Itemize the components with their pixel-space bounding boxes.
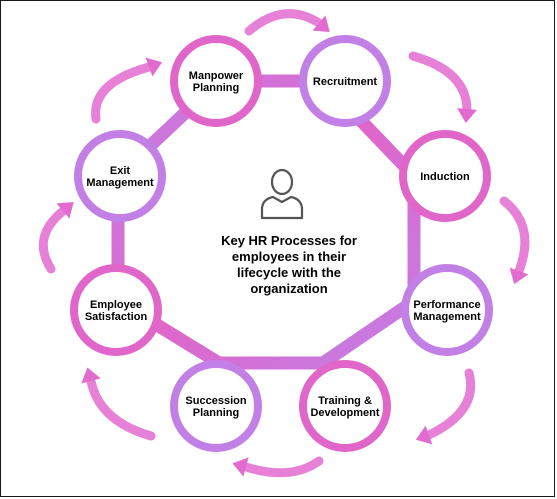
cycle-arrow: [499, 196, 530, 285]
node-label: Development: [310, 407, 379, 419]
node-circle: [299, 360, 391, 452]
octagon-connector: [111, 74, 421, 370]
cycle-arrows: [38, 9, 530, 478]
node-label: Performance: [413, 299, 480, 311]
center-title-line: Key HR Processes for: [221, 233, 357, 248]
node-label: Management: [413, 311, 481, 323]
cycle-arrow: [81, 367, 156, 441]
cycle-arrow: [244, 9, 330, 36]
cycle-arrow: [415, 368, 476, 445]
node-recruitment: Recruitment: [299, 35, 391, 127]
center-title-line: organization: [250, 281, 327, 296]
node-training-development: Training &Development: [299, 360, 391, 452]
node-label: Manpower: [189, 70, 244, 82]
node-label: Training &: [318, 395, 372, 407]
center-title-line: lifecycle with the: [237, 265, 341, 280]
node-circle: [70, 264, 162, 356]
node-label: Employee: [90, 299, 142, 311]
node-circle: [170, 35, 262, 127]
node-circle: [401, 264, 493, 356]
cycle-arrow: [232, 456, 324, 478]
node-label: Exit: [110, 165, 131, 177]
node-label: Planning: [193, 82, 239, 94]
node-label: Management: [86, 177, 154, 189]
cycle-arrow: [408, 51, 477, 123]
cycle-arrow: [91, 57, 163, 124]
node-induction: Induction: [399, 130, 491, 222]
node-circle: [170, 360, 262, 452]
node-label: Planning: [193, 407, 239, 419]
node-circle: [299, 35, 391, 127]
node-label: Induction: [420, 171, 470, 183]
node-label: Recruitment: [313, 76, 378, 88]
cycle-arrow: [38, 202, 74, 274]
node-circle: [74, 130, 166, 222]
center-title: Key HR Processes for employees in their …: [221, 233, 357, 296]
center-title-line: employees in their: [232, 249, 346, 264]
node-label: Succession: [185, 395, 246, 407]
node-circle: [399, 130, 491, 222]
node-label: Satisfaction: [85, 311, 148, 323]
person-outline-icon: [260, 168, 304, 220]
